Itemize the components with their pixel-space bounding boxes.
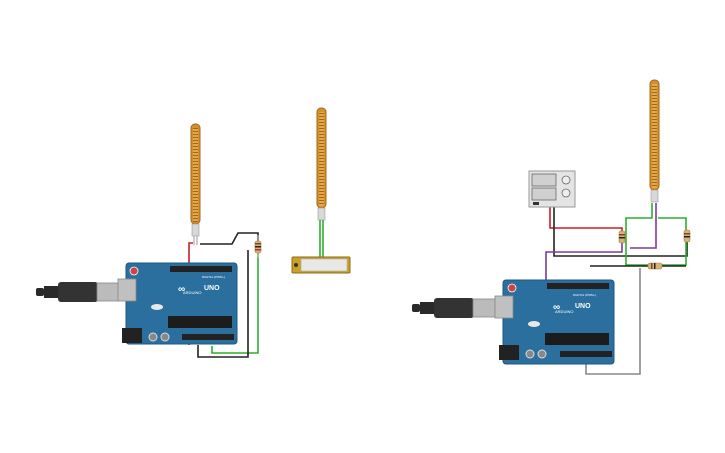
piezo-buzzer-middle[interactable]	[291, 256, 351, 274]
middle-wires	[319, 220, 324, 258]
infinity-logo-right: ∞	[553, 302, 560, 313]
board-header-label-left: DIGITAL (PWM~)	[202, 275, 225, 279]
board-name-left: UNO	[204, 285, 220, 292]
wire-black[interactable]	[200, 232, 259, 246]
wire-black-2[interactable]	[197, 250, 249, 358]
wire-green[interactable]	[211, 250, 259, 354]
resistor-left[interactable]	[254, 235, 262, 258]
usb-cable-left[interactable]	[36, 282, 120, 302]
board-header-label-right: DIGITAL (PWM~)	[573, 293, 596, 297]
board-name-right: UNO	[575, 303, 591, 310]
wire-gray-right[interactable]	[585, 268, 641, 375]
board-brand-left: ARDUINO	[183, 290, 201, 295]
wire-purple-right-2[interactable]	[630, 203, 657, 249]
flex-sensor-middle[interactable]	[316, 107, 327, 221]
board-brand-right: ARDUINO	[555, 309, 573, 314]
left-circuit: ARDUINO UNO DIGITAL (PWM~) ∞	[36, 123, 262, 358]
resistor-right-2[interactable]	[683, 229, 691, 243]
right-circuit: ARDUINO UNO DIGITAL (PWM~) ∞	[412, 79, 691, 375]
wire-green-right[interactable]	[625, 203, 687, 266]
infinity-logo-left: ∞	[178, 284, 185, 295]
dual-display-module-right[interactable]	[528, 170, 576, 208]
flex-sensor-left[interactable]	[190, 123, 201, 245]
middle-circuit	[291, 107, 351, 274]
resistor-right-1[interactable]	[618, 230, 626, 244]
resistor-right-3[interactable]	[647, 262, 663, 270]
wire-red-right[interactable]	[549, 204, 623, 236]
flex-sensor-right[interactable]	[649, 79, 660, 203]
wire-black-right[interactable]	[553, 204, 688, 257]
usb-cable-right[interactable]	[412, 298, 496, 318]
wire-purple-right[interactable]	[545, 241, 623, 281]
arduino-board-right[interactable]: ARDUINO UNO DIGITAL (PWM~) ∞	[494, 279, 615, 365]
arduino-board-left[interactable]: ARDUINO UNO DIGITAL (PWM~) ∞	[117, 262, 238, 345]
